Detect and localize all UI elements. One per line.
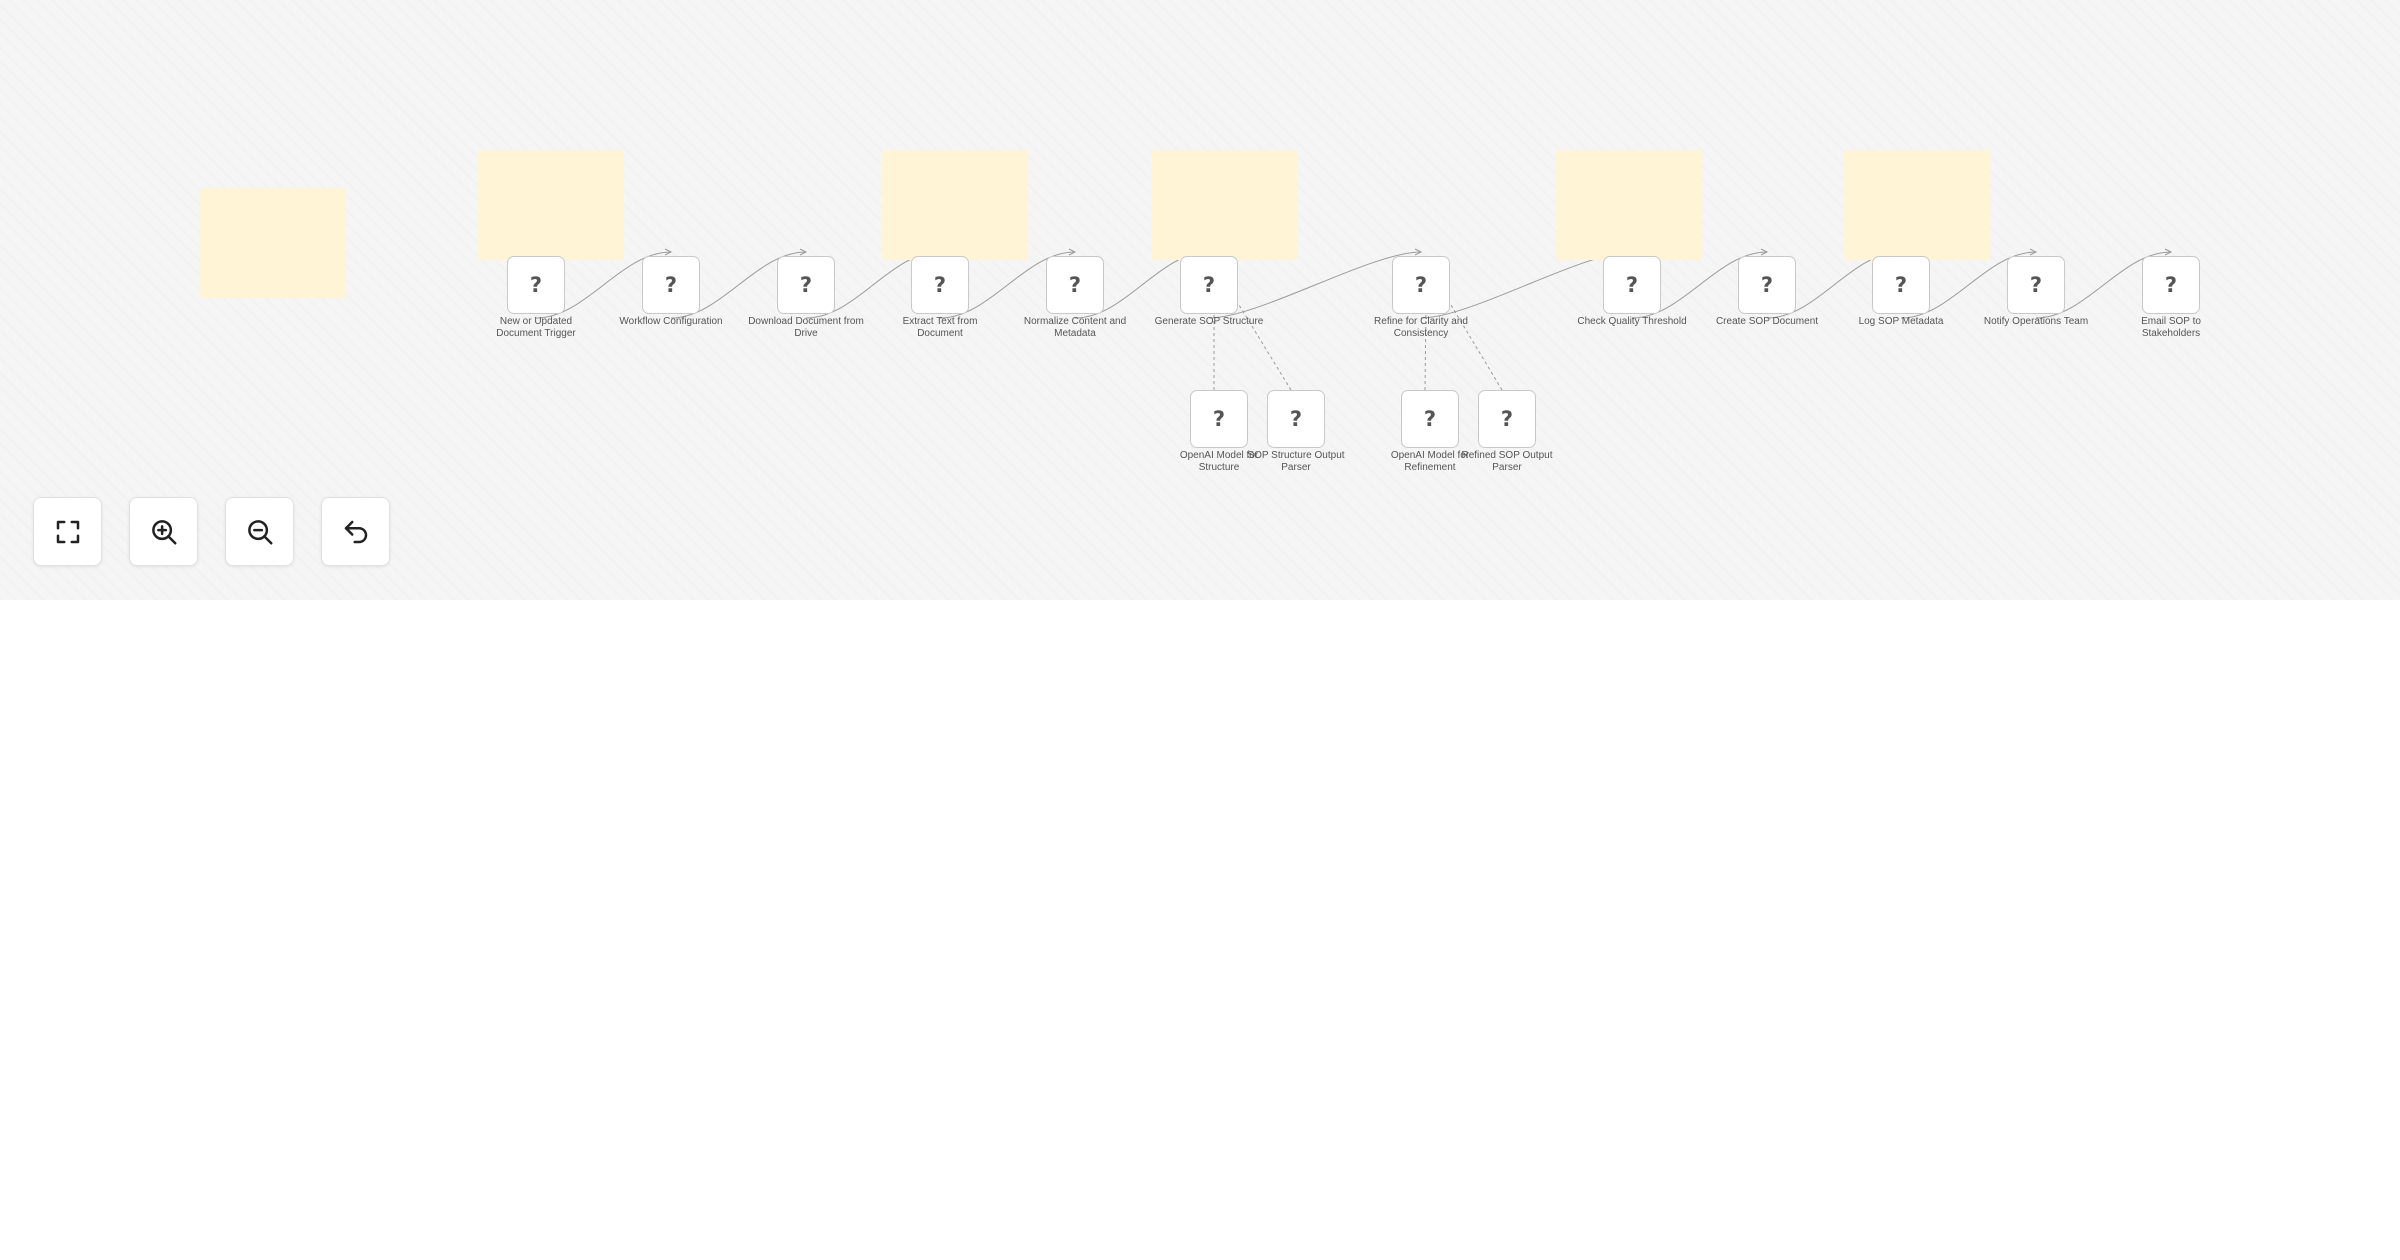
unknown-node-icon: ? (1212, 406, 1226, 431)
workflow-node[interactable]: ? (1603, 256, 1661, 314)
unknown-node-icon: ? (1289, 406, 1303, 431)
zoom-out-icon (247, 519, 272, 544)
unknown-node-icon: ? (1414, 272, 1428, 297)
node-label: Log SOP Metadata (1858, 316, 1944, 327)
connection-arrow (1414, 248, 1423, 256)
workflow-node[interactable]: ? (1392, 256, 1450, 314)
sticky-note[interactable] (1844, 150, 1990, 260)
workflow-node[interactable]: ? (1401, 390, 1459, 448)
node-label: Check Quality Threshold (1577, 316, 1687, 327)
connection-arrow (2029, 248, 2038, 256)
fullscreen-icon (56, 520, 79, 543)
workflow-node[interactable]: ? (1267, 390, 1325, 448)
sticky-note[interactable] (478, 150, 624, 260)
sticky-note[interactable] (200, 188, 346, 298)
connection-arrow (1068, 248, 1077, 256)
workflow-node[interactable]: ? (1046, 256, 1104, 314)
workflow-node[interactable]: ? (1872, 256, 1930, 314)
workflow-node[interactable]: ? (2142, 256, 2200, 314)
unknown-node-icon: ? (1894, 272, 1908, 297)
sticky-note[interactable] (882, 150, 1028, 260)
node-label: Generate SOP Structure (1154, 316, 1264, 327)
workflow-node[interactable]: ? (507, 256, 565, 314)
node-label: OpenAI Model for Structure (1179, 450, 1259, 473)
unknown-node-icon: ? (2164, 272, 2178, 297)
node-label: Extract Text from Document (902, 316, 978, 339)
workflow-node[interactable]: ? (1738, 256, 1796, 314)
node-label: Notify Operations Team (1983, 316, 2089, 327)
node-label: Refine for Clarity and Consistency (1374, 316, 1468, 339)
unknown-node-icon: ? (664, 272, 678, 297)
node-label: SOP Structure Output Parser (1247, 450, 1345, 473)
connection-line (1208, 251, 1422, 319)
unknown-node-icon: ? (799, 272, 813, 297)
unknown-node-icon: ? (933, 272, 947, 297)
sticky-note[interactable] (1151, 150, 1297, 260)
node-label: Refined SOP Output Parser (1461, 450, 1553, 473)
canvas-controls (33, 497, 390, 566)
undo-icon (344, 520, 367, 543)
workflow-node[interactable]: ? (642, 256, 700, 314)
reset-zoom-button[interactable] (321, 497, 390, 566)
unknown-node-icon: ? (1500, 406, 1514, 431)
workflow-node[interactable]: ? (911, 256, 969, 314)
unknown-node-icon: ? (1423, 406, 1437, 431)
unknown-node-icon: ? (529, 272, 543, 297)
workflow-node[interactable]: ? (777, 256, 835, 314)
workflow-canvas[interactable]: ? New or Updated Document Trigger? Workflo… (0, 0, 2400, 600)
node-label: Create SOP Document (1715, 316, 1819, 327)
unknown-node-icon: ? (1625, 272, 1639, 297)
node-label: Workflow Configuration (619, 316, 723, 327)
connection-arrow (1760, 248, 1769, 256)
fit-view-button[interactable] (33, 497, 102, 566)
workflow-node[interactable]: ? (1478, 390, 1536, 448)
connection-arrow (799, 248, 808, 256)
zoom-in-button[interactable] (129, 497, 198, 566)
unknown-node-icon: ? (2029, 272, 2043, 297)
workflow-node[interactable]: ? (1180, 256, 1238, 314)
unknown-node-icon: ? (1760, 272, 1774, 297)
workflow-node[interactable]: ? (1190, 390, 1248, 448)
unknown-node-icon: ? (1202, 272, 1216, 297)
connection-line (1420, 251, 1633, 319)
workflow-node[interactable]: ? (2007, 256, 2065, 314)
node-label: New or Updated Document Trigger (496, 316, 576, 339)
unknown-node-icon: ? (1068, 272, 1082, 297)
node-label: Email SOP to Stakeholders (2141, 316, 2201, 339)
node-label: Normalize Content and Metadata (1023, 316, 1127, 339)
node-label: OpenAI Model for Refinement (1390, 450, 1470, 473)
node-label: Download Document from Drive (748, 316, 864, 339)
zoom-out-button[interactable] (225, 497, 294, 566)
zoom-in-icon (151, 519, 176, 544)
sticky-note[interactable] (1556, 150, 1702, 260)
connection-arrow (2164, 248, 2173, 256)
connection-arrow (664, 248, 673, 256)
